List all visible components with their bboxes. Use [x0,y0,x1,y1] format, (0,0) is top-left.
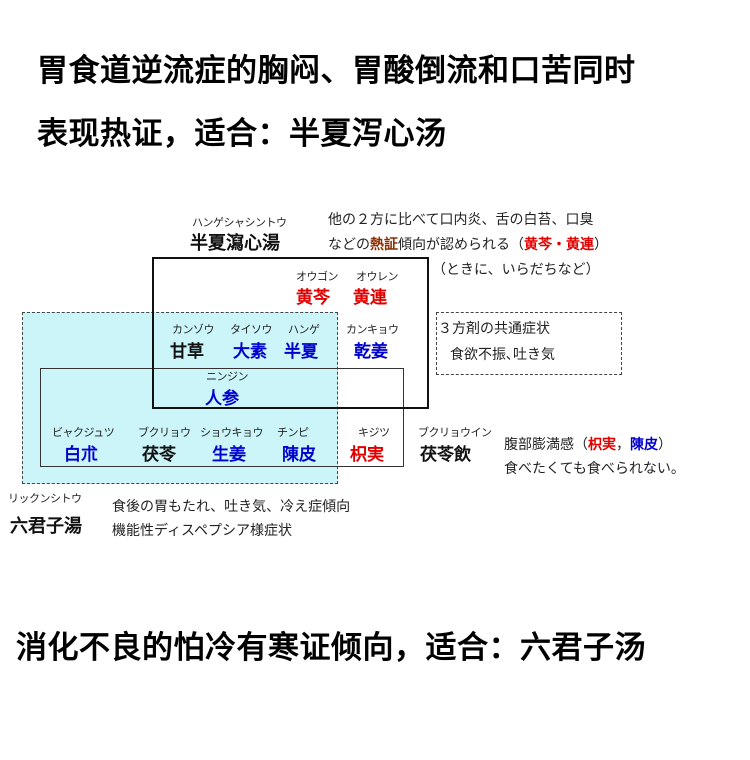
heading-line-1: 胃食道逆流症的胸闷、胃酸倒流和口苦同时 [37,53,636,89]
kanzou-kana: カンゾウ [172,323,215,336]
bukuryoin-name: 茯苓飲 [420,445,471,465]
kanzou-name: 甘草 [170,342,204,362]
ninjin-name: 人参 [205,389,239,409]
common-symptoms-box [436,312,622,375]
rikkunshito-desc-1: 食後の胃もたれ、吐き気、冷え症傾向 [112,499,351,515]
common-symptoms-detail: 食欲不振､吐き気 [450,347,555,363]
ougon-name: 黄芩 [296,288,330,308]
taisou-name: 大素 [233,342,267,362]
rikkunshito-kana: リックンシトウ [8,492,82,505]
shoukyou-kana: ショウキョウ [200,426,264,439]
hange-herb-kana: ハンゲ [288,323,320,336]
bukuryoin-desc-1: 腹部膨満感（枳実，陳皮） [504,437,672,453]
hangeshashinto-box [152,257,429,409]
bukuryoin-desc-2: 食べたくても食べられない。 [504,461,685,477]
chinpi-name: 陳皮 [282,445,316,465]
heading-line-2: 表现热证，适合：半夏泻心汤 [37,116,447,152]
byakujutsu-kana: ビャクジュツ [52,426,115,439]
kijitsu-kana: キジツ [358,426,390,439]
heading-bottom: 消化不良的怕冷有寒证倾向，适合：六君子汤 [16,630,646,666]
hangeshashinto-desc-1: 他の２方に比べて口内炎、舌の白苔、口臭 [328,212,594,228]
common-symptoms-title: ３方剤の共通症状 [438,321,550,337]
hangeshashinto-kana: ハンゲシャシントウ [192,216,287,229]
ouren-name: 黄連 [353,288,387,308]
taisou-kana: タイソウ [230,323,273,336]
kijitsu-name: 枳実 [350,445,384,465]
bukuryoin-kana: ブクリョウイン [418,426,492,439]
bukuryou-name: 茯苓 [142,445,176,465]
bukuryou-kana: ブクリョウ [138,426,191,439]
hangeshashinto-name: 半夏瀉心湯 [190,233,280,254]
rikkunshito-desc-2: 機能性ディスペプシア様症状 [112,523,293,539]
hange-herb-name: 半夏 [284,342,318,362]
ninjin-kana: ニンジン [206,370,249,383]
heat-pattern: 熱証 [370,237,398,253]
kankyou-kana: カンキョウ [346,323,399,336]
ouren-kana: オウレン [356,270,399,283]
hangeshashinto-desc-2: などの熱証傾向が認められる（黄芩・黄連） [328,237,608,253]
chinpi-kana: チンピ [277,426,309,439]
ougon-kana: オウゴン [296,270,339,283]
bukuryoin-box [40,368,404,467]
byakujutsu-name: 白朮 [64,445,98,465]
shoukyou-name: 生姜 [212,445,246,465]
hangeshashinto-desc-3: （ときに、いらだちなど） [432,262,600,278]
rikkunshito-box [22,312,338,484]
rikkunshito-name: 六君子湯 [10,516,82,537]
kankyou-name: 乾姜 [354,342,388,362]
